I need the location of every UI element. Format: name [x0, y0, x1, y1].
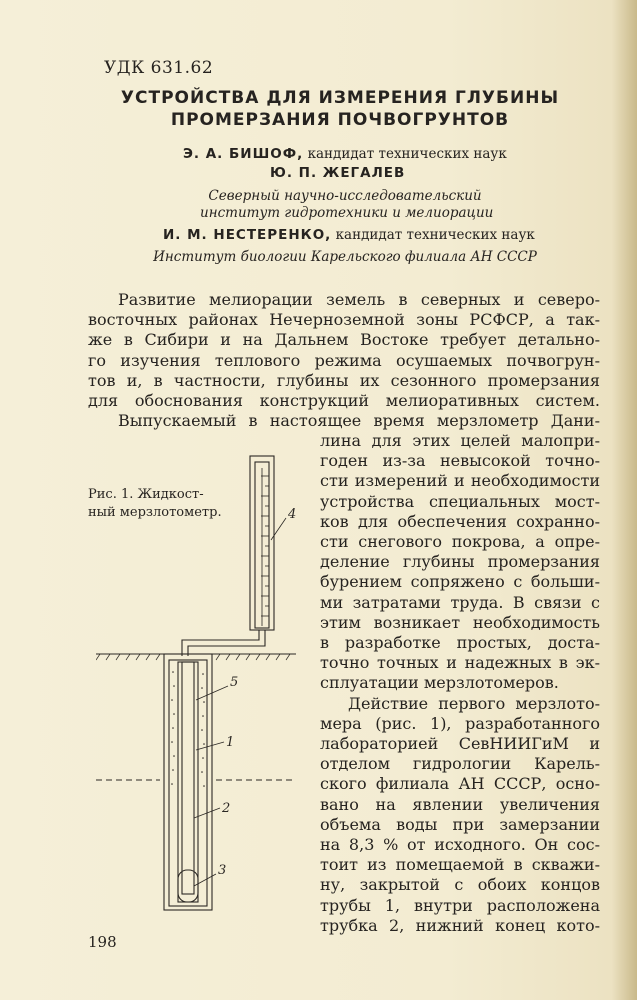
fill-dots — [171, 671, 205, 787]
udc-code: УДК 631.62 — [104, 58, 214, 78]
author-1-role: кандидат технических наук — [303, 146, 507, 162]
para3-line: объема воды при замерзании — [320, 814, 600, 834]
outer-pipe — [163, 653, 213, 911]
para1-line: восточных районах Нечерноземной зоны РСФ… — [88, 310, 600, 330]
para2-line: в разработке простых, доста- — [320, 633, 600, 653]
page-number: 198 — [88, 933, 117, 951]
leader-lines — [193, 517, 287, 887]
bottom-bulb — [177, 869, 199, 903]
inner-tube — [177, 661, 199, 903]
paragraph-1: Развитие мелиорации земель в северных и … — [88, 290, 600, 431]
caption-line-2: ный мерзлотометр. — [88, 505, 222, 520]
author-3-name: И. М. НЕСТЕРЕНКО, — [163, 227, 332, 243]
para2-line: бурением сопряжено с больши- — [320, 572, 600, 592]
label-4: 4 — [287, 507, 296, 522]
article-title-line-1: УСТРОЙСТВА ДЛЯ ИЗМЕРЕНИЯ ГЛУБИНЫ — [120, 88, 560, 108]
label-5: 5 — [230, 675, 238, 690]
para2-line: деление глубины промерзания — [320, 552, 600, 572]
para3-line: тоит из помещаемой в скважи- — [320, 855, 600, 875]
para2-line: ков для обеспечения сохранно- — [320, 511, 600, 531]
institution-1-line-2: институт гидротехники и мелиорации — [200, 205, 494, 221]
para3-line: вано на явлении увеличения — [320, 794, 600, 814]
para2-line: этим возникает необходимость — [320, 612, 600, 632]
para2-line: годен из-за невысокой точно- — [320, 451, 600, 471]
para2-line: ми затратами труда. В связи с — [320, 592, 600, 612]
para3-line: трубы 1, внутри расположена — [320, 895, 600, 915]
para1-line: тов и, в частности, глубины их сезонного… — [88, 370, 600, 390]
para3-line: на 8,3 % от исходного. Он сос- — [320, 835, 600, 855]
author-2: Ю. П. ЖЕГАЛЕВ — [270, 165, 405, 181]
para3-line: отделом гидрологии Карель- — [320, 754, 600, 774]
gauge-scale-ticks — [261, 468, 269, 626]
author-3: И. М. НЕСТЕРЕНКО, кандидат технических н… — [163, 227, 535, 243]
figure-caption: Рис. 1. Жидкост- ный мерзлотометр. — [88, 486, 222, 522]
para2-first-line: Выпускаемый в настоящее время мерзлометр… — [118, 411, 600, 431]
para3-line: ну, закрытой с обоих концов — [320, 875, 600, 895]
upper-gauge-tube — [249, 455, 275, 631]
author-1: Э. А. БИШОФ, кандидат технических наук — [183, 146, 507, 162]
para2-line: устройства специальных мост- — [320, 491, 600, 511]
para2-line: сти измерений и необходимости — [320, 471, 600, 491]
para2-line: точно точных и надежных в эк- — [320, 653, 600, 673]
para1-line: же в Сибири и на Дальнем Востоке требует… — [88, 330, 600, 350]
para2-line: лина для этих целей малопри- — [320, 431, 600, 450]
para3-first-line: Действие первого мерзлото- — [348, 693, 600, 713]
para1-line: для обоснования конструкций мелиоративны… — [88, 391, 600, 411]
para3-line: мера (рис. 1), разработанного — [320, 713, 600, 733]
para3-line: лабораторией СевНИИГиМ и — [320, 734, 600, 754]
label-1: 1 — [226, 735, 234, 750]
article-title-line-2: ПРОМЕРЗАНИЯ ПОЧВОГРУНТОВ — [170, 110, 510, 130]
ground-surface — [96, 653, 296, 661]
para3-line: ского филиала АН СССР, осно- — [320, 774, 600, 794]
author-1-name: Э. А. БИШОФ, — [183, 146, 304, 162]
para3-line: трубка 2, нижний конец кото- — [320, 915, 600, 935]
author-2-name: Ю. П. ЖЕГАЛЕВ — [270, 165, 406, 181]
para1-line: Развитие мелиорации земель в северных и … — [118, 290, 600, 309]
label-3: 3 — [218, 863, 226, 878]
paragraph-2-right-column: лина для этих целей малопри- годен из-за… — [320, 431, 600, 936]
author-3-role: кандидат технических наук — [331, 227, 535, 243]
connecting-capillary — [181, 630, 266, 656]
institution-1-line-1: Северный научно-исследовательский — [208, 188, 482, 204]
institution-2: Институт биологии Карельского филиала АН… — [153, 249, 537, 265]
frost-meter-figure: 4 5 1 2 3 — [96, 455, 296, 911]
para2-line: сти снегового покрова, а опре- — [320, 532, 600, 552]
label-2: 2 — [221, 801, 230, 816]
caption-line-1: Рис. 1. Жидкост- — [88, 487, 204, 502]
para2-line: сплуатации мерзлотомеров. — [320, 673, 559, 693]
para1-line: го изучения теплового режима осушаемых п… — [88, 350, 600, 370]
